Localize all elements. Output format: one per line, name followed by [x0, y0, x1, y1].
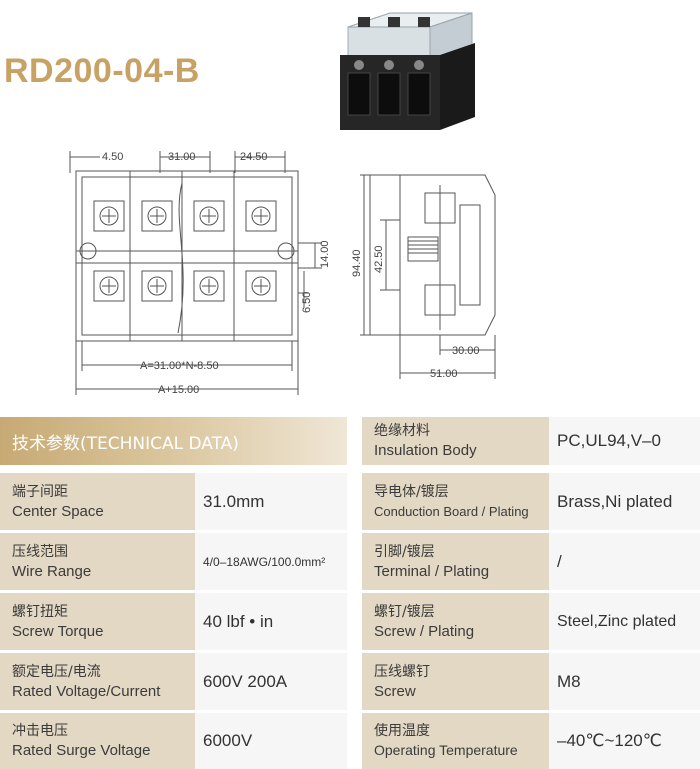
spec-value: 600V 200A — [195, 653, 347, 710]
spec-value: –40℃~120℃ — [549, 713, 700, 769]
spec-label: 压线范围 Wire Range — [0, 533, 195, 590]
spec-label: 螺钉/镀层 Screw / Plating — [362, 593, 549, 650]
spec-label: 引脚/镀层 Terminal / Plating — [362, 533, 549, 590]
spec-row-center-space: 端子间距 Center Space 31.0mm — [0, 473, 347, 530]
dim-bottom-b: A+15.00 — [158, 384, 199, 396]
spec-label: 冲击电压 Rated Surge Voltage — [0, 713, 195, 769]
spec-label: 额定电压/电流 Rated Voltage/Current — [0, 653, 195, 710]
dim-top-left: 4.50 — [102, 151, 123, 163]
dim-side-left-inner: 42.50 — [373, 245, 385, 273]
spec-value: PC,UL94,V–0 — [549, 417, 700, 465]
side-view-drawing: 94.40 42.50 30.00 51.00 — [351, 174, 496, 380]
technical-data-table: 技术参数(TECHNICAL DATA) 端子间距 Center Space 3… — [0, 417, 700, 769]
spec-row-wire-range: 压线范围 Wire Range 4/0–18AWG/100.0mm² — [0, 533, 347, 590]
dim-top-right: 24.50 — [240, 151, 268, 163]
spec-row-operating-temperature: 使用温度 Operating Temperature –40℃~120℃ — [362, 713, 700, 769]
spec-row-conduction-board: 导电体/镀层 Conduction Board / Plating Brass,… — [362, 473, 700, 530]
product-title: RD200-04-B — [4, 52, 200, 90]
spec-row-screw-torque: 螺钉扭矩 Screw Torque 40 lbf • in — [0, 593, 347, 650]
dim-side-bottom-inner: 30.00 — [452, 345, 480, 357]
spec-value: 40 lbf • in — [195, 593, 347, 650]
spec-row-insulation-body: 绝缘材料 Insulation Body PC,UL94,V–0 — [362, 417, 700, 465]
spec-row-terminal-plating: 引脚/镀层 Terminal / Plating / — [362, 533, 700, 590]
spec-row-rated-surge-voltage: 冲击电压 Rated Surge Voltage 6000V — [0, 713, 347, 769]
dim-bottom-a: A=31.00*N-8.50 — [140, 360, 219, 372]
specs-right-column: 绝缘材料 Insulation Body PC,UL94,V–0 导电体/镀层 … — [362, 417, 700, 769]
dim-right-b: 6.50 — [301, 292, 313, 313]
spec-row-screw-plating: 螺钉/镀层 Screw / Plating Steel,Zinc plated — [362, 593, 700, 650]
dim-right-a: 14.00 — [319, 240, 331, 268]
technical-data-header: 技术参数(TECHNICAL DATA) — [0, 417, 347, 465]
spec-value: Brass,Ni plated — [549, 473, 700, 530]
dim-side-left-outer: 94.40 — [351, 249, 363, 277]
spec-value: 4/0–18AWG/100.0mm² — [195, 533, 347, 590]
dim-side-bottom-outer: 51.00 — [430, 368, 458, 380]
specs-left-column: 技术参数(TECHNICAL DATA) 端子间距 Center Space 3… — [0, 417, 347, 769]
spec-value: / — [549, 533, 700, 590]
spec-label: 压线螺钉 Screw — [362, 653, 549, 710]
spec-label: 螺钉扭矩 Screw Torque — [0, 593, 195, 650]
spec-row-rated-voltage-current: 额定电压/电流 Rated Voltage/Current 600V 200A — [0, 653, 347, 710]
spec-label: 导电体/镀层 Conduction Board / Plating — [362, 473, 549, 530]
spec-value: 6000V — [195, 713, 347, 769]
spec-label: 绝缘材料 Insulation Body — [362, 417, 549, 465]
dim-top-mid: 31.00 — [168, 151, 196, 163]
front-view-drawing: 4.50 31.00 24.50 14.00 6.50 A=31.00*N-8.… — [69, 151, 331, 396]
product-photo — [340, 12, 475, 130]
spec-label: 使用温度 Operating Temperature — [362, 713, 549, 769]
spec-value: 31.0mm — [195, 473, 347, 530]
spec-row-screw: 压线螺钉 Screw M8 — [362, 653, 700, 710]
spec-value: M8 — [549, 653, 700, 710]
spec-value: Steel,Zinc plated — [549, 593, 700, 650]
spec-label: 端子间距 Center Space — [0, 473, 195, 530]
